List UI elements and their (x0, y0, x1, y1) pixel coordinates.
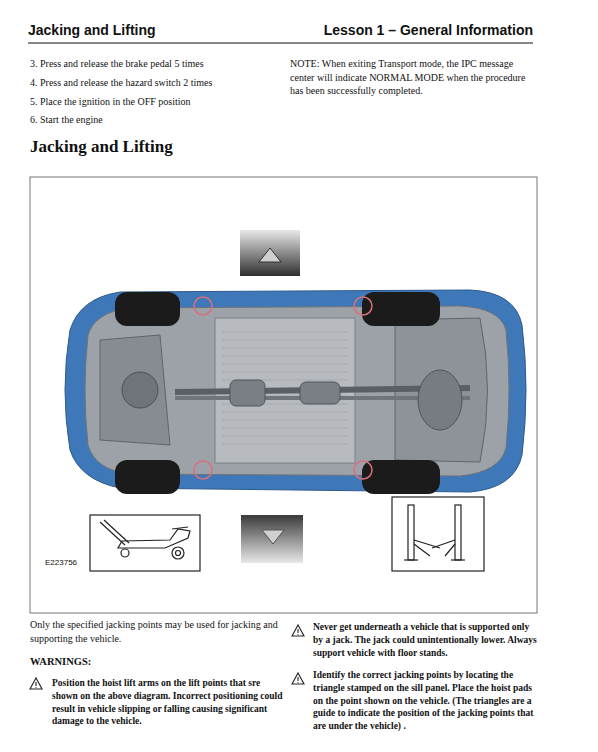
figure-id: E223756 (45, 558, 105, 569)
step-text: 6. Start the engine (30, 113, 280, 127)
warning-text: Never get underneath a vehicle that is s… (313, 621, 538, 659)
step-text: 4. Press and release the hazard switch 2… (30, 76, 280, 90)
warning-text: Position the hoist lift arms on the lift… (52, 677, 284, 728)
floor-jack-icon (90, 515, 200, 571)
page-header: Jacking and Lifting (28, 21, 248, 40)
two-post-lift-icon (392, 497, 484, 571)
section-heading: Jacking and Lifting (30, 136, 280, 159)
step-text: 3. Press and release the brake pedal 5 t… (30, 57, 280, 71)
warning-text: Identify the correct jacking points by l… (313, 669, 538, 733)
car-underbody (65, 290, 526, 494)
figure-frame (30, 177, 537, 613)
header-rule (28, 42, 533, 43)
note-text: NOTE: When exiting Transport mode, the I… (290, 57, 538, 98)
sill-triangle-photo (240, 230, 303, 563)
step-text: 5. Place the ignition in the OFF positio… (30, 95, 280, 109)
warnings-heading: WARNINGS: (30, 655, 230, 669)
lesson-header: Lesson 1 – General Information (283, 21, 533, 40)
jacking-point-marker (194, 297, 372, 479)
body-text: Only the specified jacking points may be… (30, 618, 280, 645)
